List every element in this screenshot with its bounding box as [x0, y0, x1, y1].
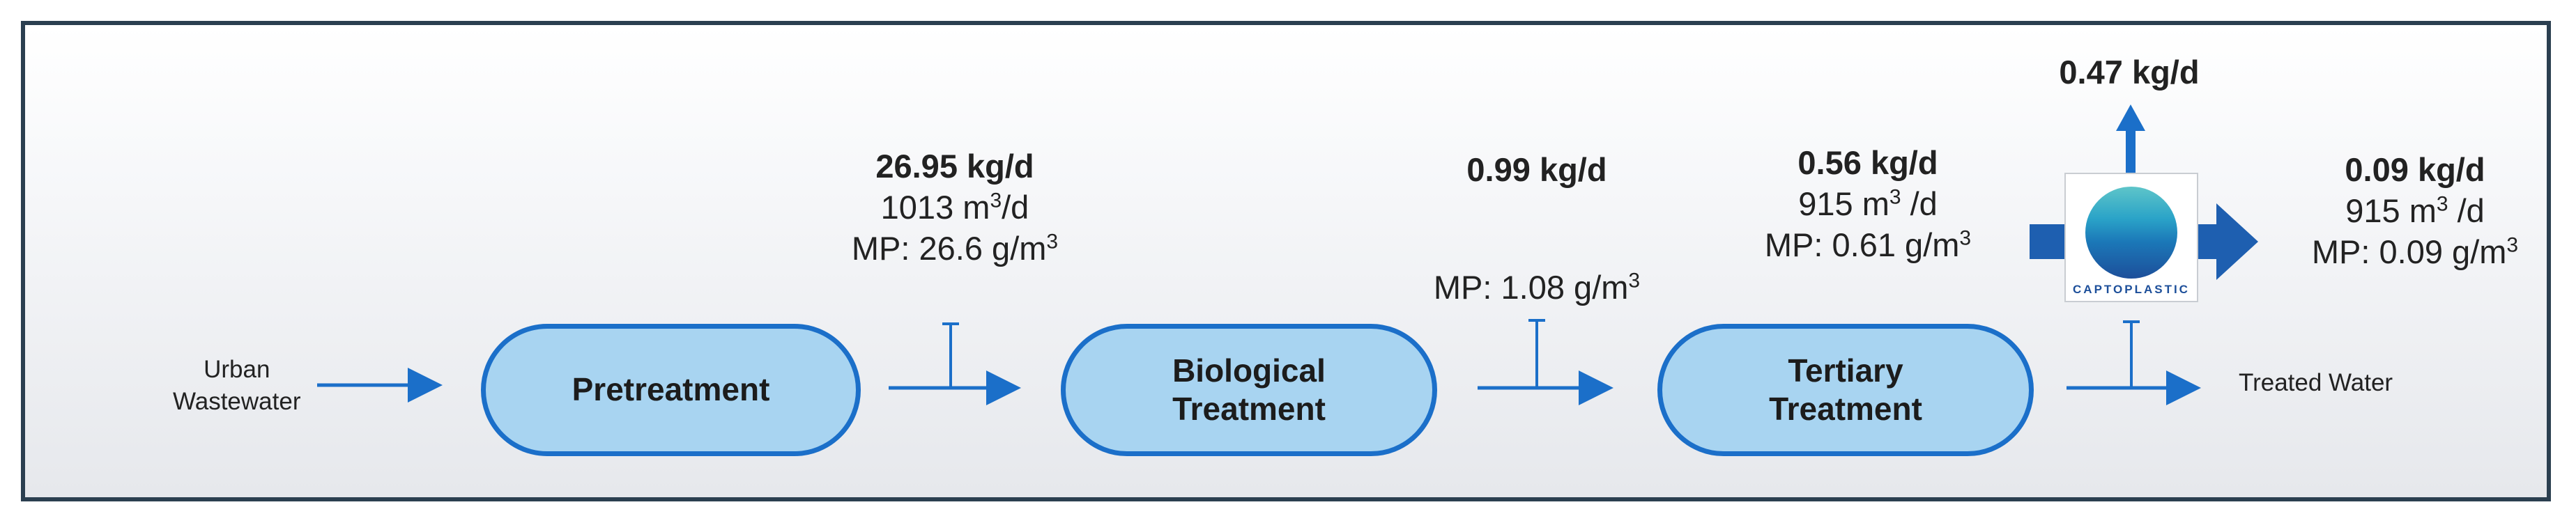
input-label: Urban Wastewater	[173, 354, 300, 417]
stream2-annotation: 0.99 kg/d MP: 1.08 g/m3	[1401, 150, 1673, 309]
capture-arrow-head	[2116, 104, 2145, 131]
biological-treatment-node: Biological Treatment	[1061, 324, 1437, 456]
stream2-load: 0.99 kg/d	[1466, 151, 1607, 188]
stream1-mp: MP: 26.6 g/m3	[851, 229, 1059, 267]
stream4-flow: 915 m3 /d	[2345, 192, 2485, 229]
logo-text: CAPTOPLASTIC	[2073, 283, 2190, 296]
input-label-line2: Wastewater	[173, 387, 301, 415]
stream3-load: 0.56 kg/d	[1797, 144, 1938, 181]
stream1-annotation: 26.95 kg/d 1013 m3/d MP: 26.6 g/m3	[822, 146, 1087, 269]
stream3-annotation: 0.56 kg/d 915 m3 /d MP: 0.61 g/m3	[1728, 143, 2007, 265]
biological-label-line2: Treatment	[1172, 391, 1326, 427]
stream3-mp: MP: 0.61 g/m3	[1764, 226, 1972, 263]
stream1-load: 26.95 kg/d	[875, 148, 1034, 185]
input-label-line1: Urban	[204, 356, 270, 383]
captoplastic-logo: CAPTOPLASTIC	[2064, 173, 2198, 302]
block-arrow-in	[2030, 224, 2064, 259]
captured-load: 0.47 kg/d	[2059, 54, 2200, 91]
pretreatment-node: Pretreatment	[481, 324, 861, 456]
stream2-mp: MP: 1.08 g/m3	[1433, 268, 1641, 306]
stream1-flow: 1013 m3/d	[880, 188, 1029, 226]
pretreatment-label: Pretreatment	[572, 371, 770, 408]
stream4-load: 0.09 kg/d	[2345, 151, 2485, 188]
stream4-mp: MP: 0.09 g/m3	[2311, 233, 2519, 270]
tertiary-treatment-node: Tertiary Treatment	[1657, 324, 2034, 456]
logo-globe-icon	[2085, 187, 2177, 279]
capture-arrow-shaft	[2126, 129, 2136, 173]
biological-label-line1: Biological	[1172, 352, 1326, 389]
block-arrow-out	[2198, 203, 2258, 280]
stream4-annotation: 0.09 kg/d 915 m3 /d MP: 0.09 g/m3	[2276, 150, 2554, 272]
output-label: Treated Water	[2239, 369, 2393, 396]
stream3-flow: 915 m3 /d	[1798, 185, 1938, 222]
tertiary-label-line2: Treatment	[1769, 391, 1922, 427]
tertiary-label-line1: Tertiary	[1788, 352, 1903, 389]
